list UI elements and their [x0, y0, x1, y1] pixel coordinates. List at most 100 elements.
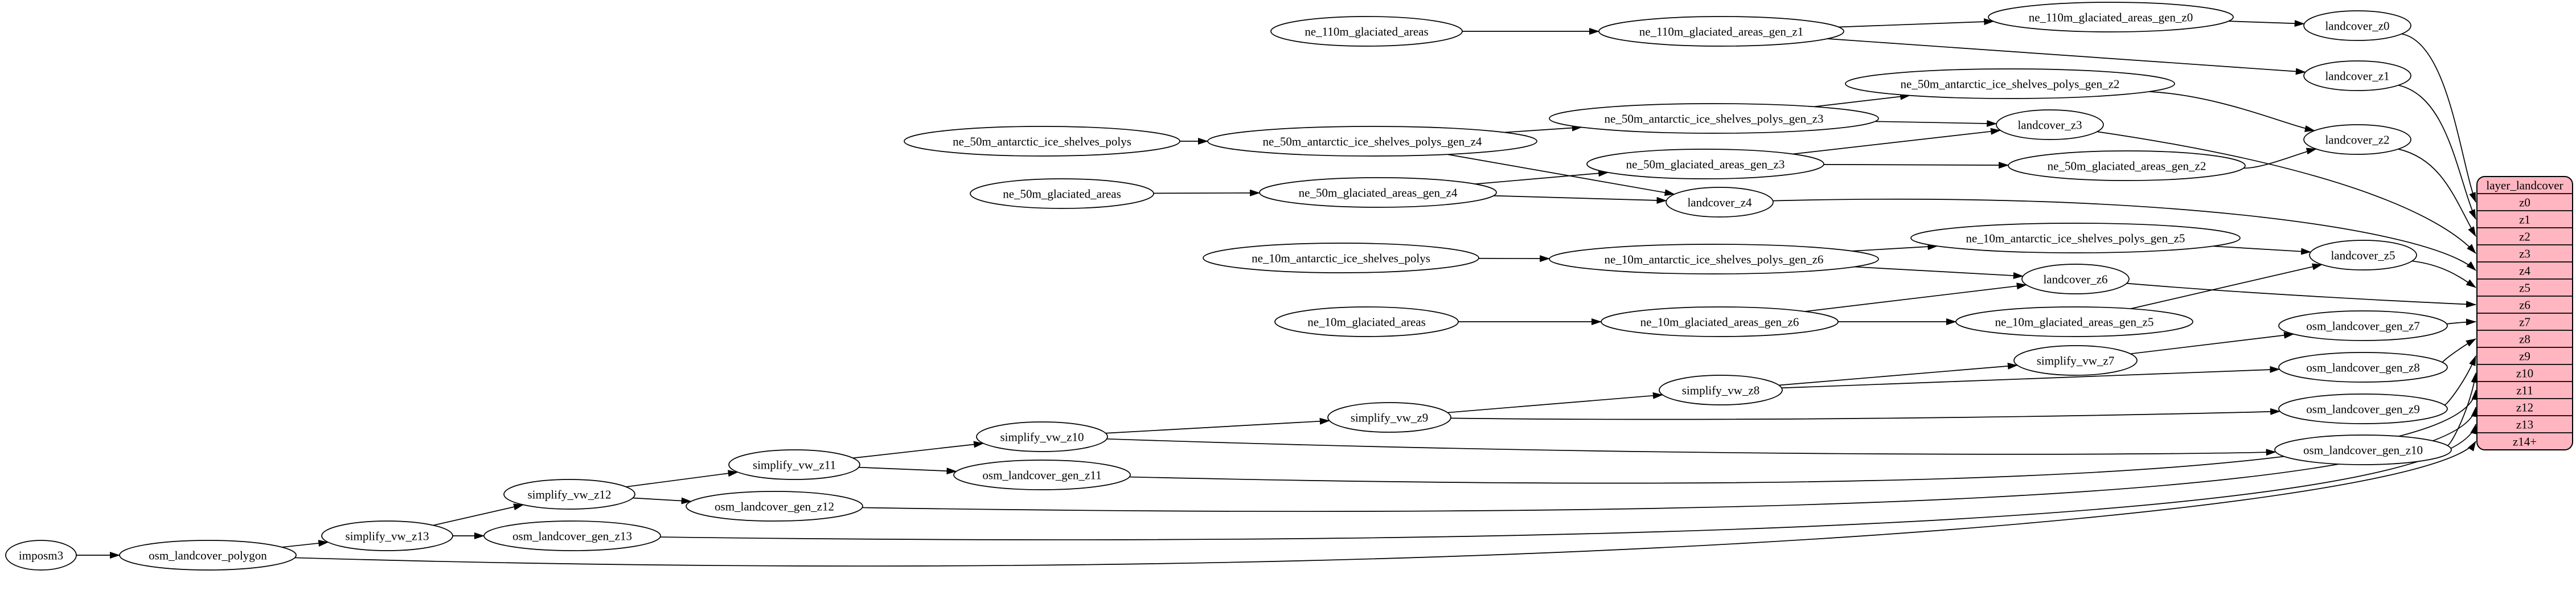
node-osm_landcover_gen_z12: osm_landcover_gen_z12: [686, 491, 863, 522]
edge-ne_50m_glaciated_areas-to-ne_50m_glaciated_areas_gen_z4: [1153, 189, 1261, 196]
node-shape-ne_50m_antarctic_ice_shelves_polys: [904, 126, 1180, 157]
node-shape-ne_50m_glaciated_areas_gen_z2: [2008, 150, 2246, 181]
node-label-ne_110m_glaciated_areas_gen_z0: ne_110m_glaciated_areas_gen_z0: [2029, 10, 2193, 24]
node-osm_landcover_gen_z13: osm_landcover_gen_z13: [483, 520, 661, 551]
node-ne_50m_glaciated_areas_gen_z3: ne_50m_glaciated_areas_gen_z3: [1586, 149, 1824, 179]
node-shape-ne_10m_antarctic_ice_shelves_polys: [1203, 243, 1479, 273]
edge-landcover_z6-to-z6: [2126, 282, 2476, 308]
node-shape-simplify_vw_z8: [1659, 375, 1783, 405]
node-shape-ne_10m_antarctic_ice_shelves_polys_gen_z6: [1549, 244, 1879, 274]
node-ne_10m_antarctic_ice_shelves_polys_gen_z5: ne_10m_antarctic_ice_shelves_polys_gen_z…: [1910, 223, 2241, 253]
edge-simplify_vw_z10-to-osm_landcover_gen_z10: [1106, 438, 2276, 456]
edge-ne_10m_antarctic_ice_shelves_polys_gen_z6-to-landcover_z6: [1854, 266, 2024, 279]
node-simplify_vw_z13: simplify_vw_z13: [321, 520, 453, 551]
node-label-ne_110m_glaciated_areas_gen_z1: ne_110m_glaciated_areas_gen_z1: [1639, 24, 1803, 38]
node-osm_landcover_gen_z10: osm_landcover_gen_z10: [2274, 434, 2452, 465]
node-landcover_z6: landcover_z6: [2021, 264, 2130, 294]
node-label-ne_10m_glaciated_areas_gen_z5: ne_10m_glaciated_areas_gen_z5: [1995, 315, 2154, 329]
node-ne_50m_antarctic_ice_shelves_polys: ne_50m_antarctic_ice_shelves_polys: [904, 126, 1180, 157]
table-row-z10: z10: [2516, 366, 2533, 380]
table-row-z9: z9: [2519, 349, 2530, 363]
edge-landcover_z2-to-z2: [2398, 148, 2476, 237]
node-label-ne_50m_glaciated_areas_gen_z2: ne_50m_glaciated_areas_gen_z2: [2048, 159, 2206, 173]
node-simplify_vw_z7: simplify_vw_z7: [2013, 345, 2138, 376]
node-label-simplify_vw_z8: simplify_vw_z8: [1682, 383, 1760, 397]
node-label-simplify_vw_z13: simplify_vw_z13: [346, 529, 429, 543]
node-label-osm_landcover_gen_z12: osm_landcover_gen_z12: [715, 499, 834, 513]
node-label-osm_landcover_gen_z10: osm_landcover_gen_z10: [2303, 443, 2423, 457]
edge-ne_50m_antarctic_ice_shelves_polys_gen_z3-to-landcover_z3: [1874, 120, 1997, 127]
node-shape-ne_10m_glaciated_areas: [1274, 306, 1459, 337]
edge-ne_110m_glaciated_areas_gen_z0-to-landcover_z0: [2228, 20, 2305, 27]
edge-simplify_vw_z8-to-simplify_vw_z7: [1778, 362, 2018, 386]
table-row-z6: z6: [2519, 298, 2530, 311]
node-osm_landcover_gen_z7: osm_landcover_gen_z7: [2278, 310, 2448, 341]
node-shape-ne_50m_glaciated_areas_gen_z3: [1586, 149, 1824, 179]
node-ne_50m_glaciated_areas_gen_z4: ne_50m_glaciated_areas_gen_z4: [1259, 177, 1497, 208]
edge-osm_landcover_polygon-to-z14+: [294, 441, 2476, 567]
node-label-ne_10m_antarctic_ice_shelves_polys_gen_z5: ne_10m_antarctic_ice_shelves_polys_gen_z…: [1966, 231, 2185, 245]
edge-simplify_vw_z12-to-simplify_vw_z11: [626, 470, 739, 487]
node-label-landcover_z5: landcover_z5: [2331, 248, 2395, 262]
node-label-ne_10m_glaciated_areas: ne_10m_glaciated_areas: [1307, 315, 1426, 329]
node-label-simplify_vw_z12: simplify_vw_z12: [528, 487, 612, 501]
node-landcover_z4: landcover_z4: [1666, 187, 1774, 218]
node-shape-ne_50m_antarctic_ice_shelves_polys_gen_z4: [1207, 126, 1537, 157]
edge-landcover_z3-to-z3: [2097, 131, 2476, 254]
node-shape-osm_landcover_gen_z11: [953, 460, 1131, 490]
edge-simplify_vw_z11-to-simplify_vw_z10: [852, 441, 985, 459]
edge-ne_50m_antarctic_ice_shelves_polys_gen_z4-to-landcover_z4: [1447, 154, 1675, 196]
node-ne_50m_glaciated_areas: ne_50m_glaciated_areas: [970, 178, 1154, 209]
edge-simplify_vw_z11-to-osm_landcover_gen_z11: [859, 466, 957, 475]
edge-ne_10m_antarctic_ice_shelves_polys_gen_z5-to-landcover_z5: [2213, 245, 2312, 255]
node-shape-ne_10m_antarctic_ice_shelves_polys_gen_z5: [1910, 223, 2241, 253]
edge-ne_50m_glaciated_areas_gen_z4-to-landcover_z4: [1493, 195, 1667, 204]
node-shape-simplify_vw_z12: [503, 479, 635, 510]
node-label-ne_50m_antarctic_ice_shelves_polys_gen_z4: ne_50m_antarctic_ice_shelves_polys_gen_z…: [1263, 134, 1482, 148]
node-shape-osm_landcover_gen_z9: [2278, 393, 2448, 424]
node-ne_10m_glaciated_areas_gen_z5: ne_10m_glaciated_areas_gen_z5: [1955, 306, 2193, 337]
edge-osm_landcover_gen_z13-to-z13: [660, 424, 2477, 540]
node-label-imposm3: imposm3: [19, 548, 63, 562]
node-label-ne_50m_antarctic_ice_shelves_polys_gen_z3: ne_50m_antarctic_ice_shelves_polys_gen_z…: [1605, 112, 1824, 125]
node-label-osm_landcover_gen_z9: osm_landcover_gen_z9: [2306, 402, 2419, 416]
node-osm_landcover_gen_z11: osm_landcover_gen_z11: [953, 460, 1131, 490]
node-shape-ne_110m_glaciated_areas_gen_z1: [1598, 16, 1844, 47]
node-landcover_z2: landcover_z2: [2303, 124, 2411, 155]
node-ne_10m_antarctic_ice_shelves_polys_gen_z6: ne_10m_antarctic_ice_shelves_polys_gen_z…: [1549, 244, 1879, 274]
node-ne_110m_glaciated_areas_gen_z1: ne_110m_glaciated_areas_gen_z1: [1598, 16, 1844, 47]
table-row-z12: z12: [2516, 400, 2533, 414]
edge-simplify_vw_z13-to-simplify_vw_z12: [433, 503, 524, 526]
table-row-z4: z4: [2519, 264, 2530, 277]
table-row-z14+: z14+: [2513, 434, 2537, 448]
node-label-ne_50m_antarctic_ice_shelves_polys_gen_z2: ne_50m_antarctic_ice_shelves_polys_gen_z…: [1901, 77, 2120, 91]
edge-simplify_vw_z9-to-osm_landcover_gen_z9: [1450, 408, 2281, 420]
table-row-z0: z0: [2519, 195, 2530, 209]
table-row-z5: z5: [2519, 281, 2530, 294]
node-label-landcover_z1: landcover_z1: [2325, 69, 2389, 83]
node-shape-simplify_vw_z7: [2013, 345, 2138, 376]
node-ne_50m_antarctic_ice_shelves_polys_gen_z3: ne_50m_antarctic_ice_shelves_polys_gen_z…: [1549, 103, 1879, 134]
node-label-osm_landcover_gen_z8: osm_landcover_gen_z8: [2306, 360, 2419, 374]
table-row-z2: z2: [2519, 229, 2530, 243]
node-shape-landcover_z4: [1666, 187, 1774, 218]
node-shape-osm_landcover_polygon: [119, 540, 297, 571]
node-simplify_vw_z10: simplify_vw_z10: [976, 421, 1108, 452]
layer-table-title: layer_landcover: [2486, 178, 2563, 192]
edge-landcover_z0-to-z0: [2401, 33, 2476, 203]
node-label-simplify_vw_z9: simplify_vw_z9: [1351, 411, 1429, 424]
node-label-landcover_z2: landcover_z2: [2325, 133, 2389, 146]
node-shape-ne_50m_glaciated_areas_gen_z4: [1259, 177, 1497, 208]
edge-simplify_vw_z7-to-osm_landcover_gen_z7: [2130, 331, 2295, 355]
node-label-ne_50m_glaciated_areas: ne_50m_glaciated_areas: [1003, 187, 1121, 200]
edge-ne_10m_glaciated_areas_gen_z6-to-landcover_z6: [1804, 282, 2027, 312]
node-shape-ne_110m_glaciated_areas: [1270, 16, 1463, 47]
node-ne_10m_antarctic_ice_shelves_polys: ne_10m_antarctic_ice_shelves_polys: [1203, 243, 1479, 273]
table-row-z7: z7: [2519, 315, 2530, 329]
node-simplify_vw_z11: simplify_vw_z11: [728, 449, 860, 480]
node-shape-simplify_vw_z13: [321, 520, 453, 551]
edge-ne_50m_antarctic_ice_shelves_polys_gen_z3-to-ne_50m_antarctic_ice_shelves_polys_gen_z2: [1814, 93, 1911, 108]
node-label-simplify_vw_z7: simplify_vw_z7: [2037, 354, 2115, 367]
node-shape-osm_landcover_gen_z10: [2274, 434, 2452, 465]
